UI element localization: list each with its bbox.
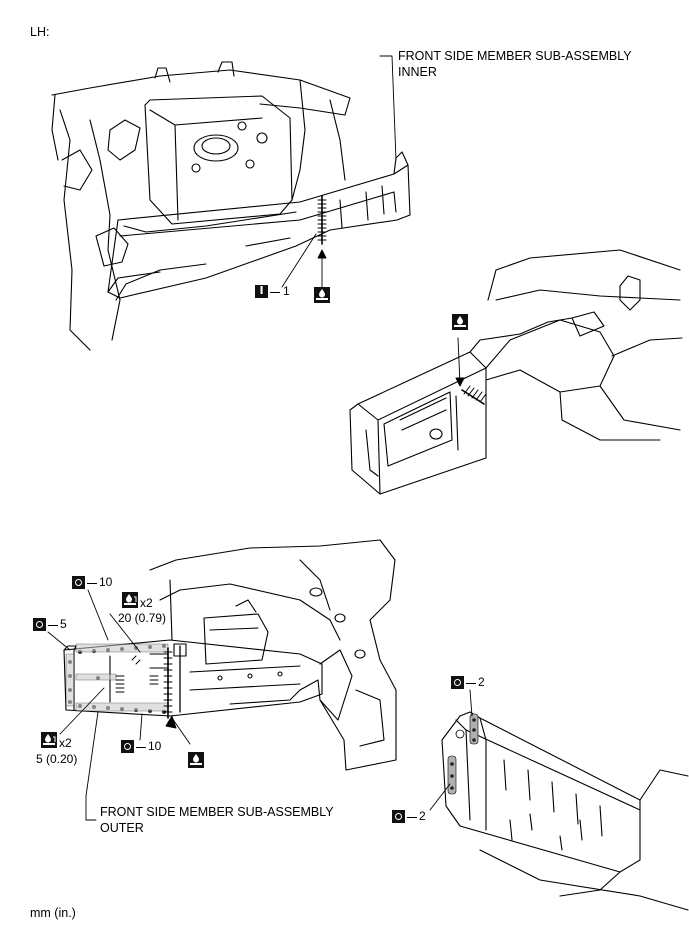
plug-weld-count-10-top: 10 [99,575,113,589]
callout-dash [466,683,476,684]
plug-weld-icon [72,576,85,589]
bottom-right-leaders [429,689,473,811]
spot-weld-icon [255,284,268,298]
plug-weld-icon [392,810,405,823]
pitch-b-multiplier: x2 [59,736,72,750]
continuous-weld-icon [188,752,204,768]
pitch-a-multiplier: x2 [140,596,153,610]
plug-weld-icon [121,740,134,753]
unit-note: mm (in.) [30,906,76,920]
bottom-body-drawing [149,539,397,771]
inner-part-label-line2: INNER [398,65,437,79]
top-weld-marks [317,195,327,245]
middle-right-drawing [349,249,683,495]
brazing-pitch-icon [41,732,57,748]
callout-dash [270,292,280,293]
plug-weld-count-2-bottom: 2 [419,809,426,823]
bottom-right-end-drawing [441,711,689,911]
callout-dash [87,583,97,584]
plug-weld-icon [33,618,46,631]
inner-part-label-line1: FRONT SIDE MEMBER SUB-ASSEMBLY [398,49,632,63]
top-weld-count: 1 [283,284,290,298]
callout-dash [136,747,146,748]
plug-weld-count-10-bottom: 10 [148,739,162,753]
outer-part-label-line2: OUTER [100,821,144,835]
callout-dash [48,625,58,626]
middle-weld-marks [455,337,487,405]
outer-continuous-welds [115,647,173,719]
outer-part-label-line1: FRONT SIDE MEMBER SUB-ASSEMBLY [100,805,334,819]
plug-weld-count-5: 5 [60,617,67,631]
brazing-pitch-icon [122,592,138,608]
side-label: LH: [30,25,50,39]
top-body-structure-drawing [51,61,351,351]
callout-dash [407,817,417,818]
pitch-b-value: 5 (0.20) [36,752,78,766]
top-leader-lines [281,55,397,288]
continuous-weld-icon [314,287,330,303]
continuous-weld-icon [452,314,468,330]
plug-weld-icon [451,676,464,689]
bottom-right-weld-dots [450,718,476,790]
plug-weld-count-2-top: 2 [478,675,485,689]
bottom-leader-lines [47,589,191,821]
outer-member-drawing [63,639,323,717]
inner-member-drawing [107,151,411,299]
pitch-a-value: 20 (0.79) [118,611,167,625]
